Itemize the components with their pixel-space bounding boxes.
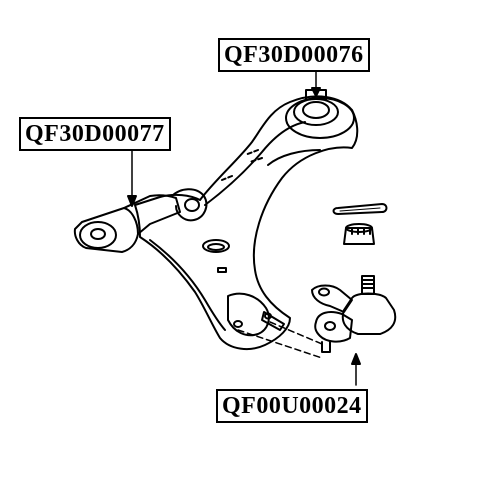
front-bushing-core — [90, 228, 106, 240]
part-number-rear-bushing: QF30D00076 — [218, 38, 370, 72]
lower-stud — [321, 341, 331, 353]
ball-joint-lower-flange — [314, 311, 353, 343]
ball-joint-arrow — [351, 353, 361, 365]
arm-knuckle-pad — [227, 292, 270, 337]
ball-joint-stud-thread — [361, 279, 375, 289]
front-bushing-arrow — [127, 195, 137, 207]
rear-bushing-outer — [293, 98, 339, 126]
lower-flange-hole — [324, 321, 336, 331]
cotter-pin — [332, 203, 388, 215]
castle-nut-top — [345, 223, 373, 233]
arm-ridge-dashes — [221, 149, 263, 181]
rear-bushing-housing — [285, 97, 355, 139]
front-bushing-face — [79, 221, 117, 249]
rear-bushing-arrow — [311, 87, 321, 97]
bracket-ear — [171, 188, 208, 222]
arm-oval-hole — [202, 239, 230, 253]
arm-oval-hole-inner — [207, 243, 225, 251]
front-bushing-body — [73, 207, 139, 253]
cotter-pin-split — [339, 207, 381, 212]
knuckle-bolt-slot — [261, 311, 285, 331]
flange-hole — [318, 287, 330, 297]
arm-small-slot — [217, 267, 227, 273]
arm-ridge-line-2 — [267, 149, 321, 166]
bracket-ear-hole — [184, 198, 200, 212]
arm-ridge-line — [204, 121, 306, 206]
alignment-dash-2 — [269, 321, 323, 345]
ball-joint-flange — [311, 284, 353, 313]
knuckle-hole-1 — [233, 320, 243, 328]
part-number-ball-joint: QF00U00024 — [216, 389, 368, 423]
rear-bushing-inner — [302, 101, 330, 119]
arm-lower-ridge — [149, 239, 226, 331]
control-arm-body — [134, 95, 359, 351]
ball-joint-boot — [341, 292, 397, 335]
part-number-front-bushing: QF30D00077 — [19, 117, 171, 151]
front-bushing-bracket — [123, 194, 181, 235]
alignment-dash-1 — [237, 329, 323, 359]
